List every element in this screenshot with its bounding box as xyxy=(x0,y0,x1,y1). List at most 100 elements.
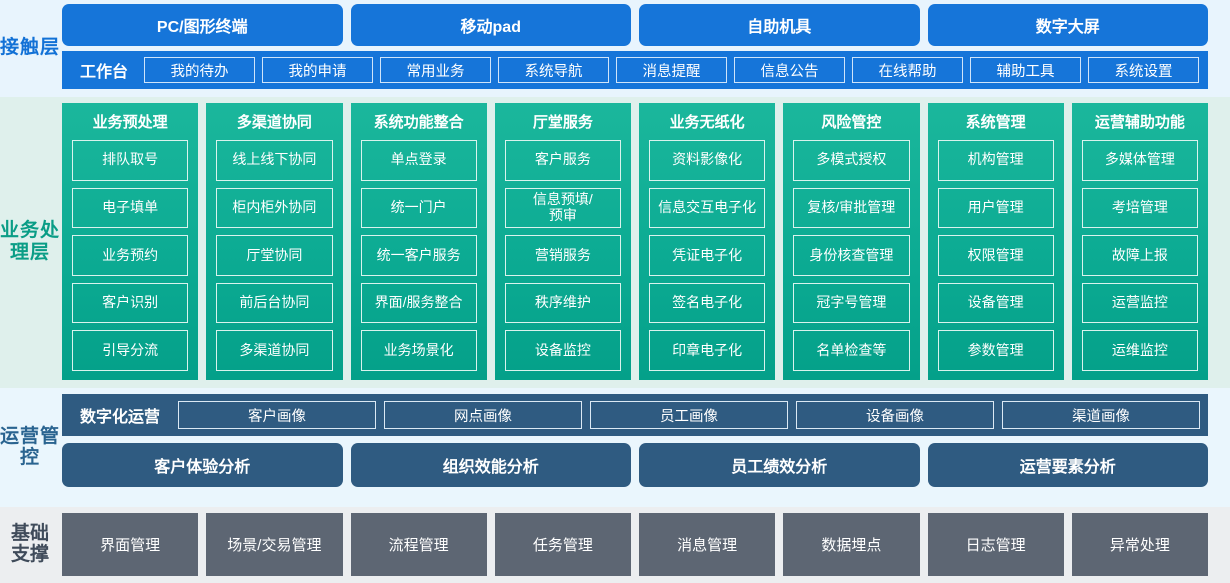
business-item[interactable]: 前后台协同 xyxy=(216,282,333,324)
toolbar-item-aux-tools[interactable]: 辅助工具 xyxy=(970,57,1082,83)
business-column-paperless: 业务无纸化 资料影像化 信息交互电子化 凭证电子化 签名电子化 印章电子化 xyxy=(639,103,776,380)
business-item[interactable]: 界面/服务整合 xyxy=(360,282,477,324)
foundation-item-ui-management[interactable]: 界面管理 xyxy=(62,513,199,576)
business-item[interactable]: 客户识别 xyxy=(72,282,189,324)
business-item[interactable]: 厅堂协同 xyxy=(216,235,333,276)
portrait-device[interactable]: 设备画像 xyxy=(796,401,995,429)
foundation-layer-label: 基础 支撑 xyxy=(10,522,49,565)
foundation-item-log-management[interactable]: 日志管理 xyxy=(927,513,1064,576)
column-title: 风险管控 xyxy=(821,114,882,131)
business-item[interactable]: 业务场景化 xyxy=(360,330,477,371)
analysis-customer-experience[interactable]: 客户体验分析 xyxy=(62,443,343,487)
contact-layer-label: 接触层 xyxy=(0,36,61,58)
business-item[interactable]: 引导分流 xyxy=(72,330,189,371)
column-title: 运营辅助功能 xyxy=(1094,114,1185,131)
business-item[interactable]: 单点登录 xyxy=(360,140,477,181)
business-item[interactable]: 线上线下协同 xyxy=(216,140,333,181)
business-column-system-integration: 系统功能整合 单点登录 统一门户 统一客户服务 界面/服务整合 业务场景化 xyxy=(350,103,487,380)
business-column-risk-control: 风险管控 多模式授权 复核/审批管理 身份核查管理 冠字号管理 名单检查等 xyxy=(783,103,920,380)
business-item[interactable]: 客户服务 xyxy=(504,140,621,181)
portrait-channel[interactable]: 渠道画像 xyxy=(1002,401,1201,429)
business-column-ops-support: 运营辅助功能 多媒体管理 考培管理 故障上报 运营监控 运维监控 xyxy=(1071,103,1208,380)
workbench-label: 工作台 xyxy=(80,64,129,81)
business-item[interactable]: 名单检查等 xyxy=(793,330,910,371)
business-item[interactable]: 柜内柜外协同 xyxy=(216,187,333,229)
toolbar-item-system-navigation[interactable]: 系统导航 xyxy=(498,57,610,83)
toolbar-item-online-help[interactable]: 在线帮助 xyxy=(852,57,964,83)
business-item[interactable]: 运维监控 xyxy=(1081,330,1198,371)
business-item[interactable]: 统一门户 xyxy=(360,187,477,229)
business-item[interactable]: 身份核查管理 xyxy=(793,235,910,276)
business-item[interactable]: 凭证电子化 xyxy=(649,235,766,276)
portrait-customer[interactable]: 客户画像 xyxy=(178,401,377,429)
toolbar-item-announcement[interactable]: 信息公告 xyxy=(734,57,846,83)
business-item[interactable]: 机构管理 xyxy=(937,140,1054,181)
foundation-item-data-tracking[interactable]: 数据埋点 xyxy=(783,513,920,576)
foundation-item-process-management[interactable]: 流程管理 xyxy=(350,513,487,576)
business-item[interactable]: 信息交互电子化 xyxy=(649,187,766,229)
business-item[interactable]: 资料影像化 xyxy=(649,140,766,181)
business-item[interactable]: 签名电子化 xyxy=(649,282,766,324)
operations-layer: 运营管控 数字化运营 客户画像 网点画像 员工画像 设备画像 渠道画像 客户体验… xyxy=(0,388,1230,507)
business-item[interactable]: 故障上报 xyxy=(1081,235,1198,276)
contact-layer: 接触层 PC/图形终端 移动pad 自助机具 数字大屏 工作台 我的待办 我的申… xyxy=(0,0,1230,97)
channel-self-service[interactable]: 自助机具 xyxy=(639,4,920,46)
business-item[interactable]: 多媒体管理 xyxy=(1081,140,1198,181)
channel-mobile-pad[interactable]: 移动pad xyxy=(350,4,631,46)
business-item[interactable]: 营销服务 xyxy=(504,235,621,276)
business-column-system-management: 系统管理 机构管理 用户管理 权限管理 设备管理 参数管理 xyxy=(927,103,1064,380)
toolbar-item-common-business[interactable]: 常用业务 xyxy=(380,57,492,83)
foundation-item-task-management[interactable]: 任务管理 xyxy=(494,513,631,576)
business-item[interactable]: 权限管理 xyxy=(937,235,1054,276)
column-title: 厅堂服务 xyxy=(532,114,593,131)
portrait-branch[interactable]: 网点画像 xyxy=(384,401,583,429)
column-title: 业务无纸化 xyxy=(669,114,745,131)
business-layer: 业务处理层 业务预处理 排队取号 电子填单 业务预约 客户识别 引导分流 多渠道… xyxy=(0,97,1230,388)
toolbar-item-message-alert[interactable]: 消息提醒 xyxy=(616,57,728,83)
business-item[interactable]: 秩序维护 xyxy=(504,282,621,324)
column-title: 系统功能整合 xyxy=(373,114,464,131)
foundation-item-exception-handling[interactable]: 异常处理 xyxy=(1071,513,1208,576)
business-column-lobby-service: 厅堂服务 客户服务 信息预填/ 预审 营销服务 秩序维护 设备监控 xyxy=(494,103,631,380)
channel-row: PC/图形终端 移动pad 自助机具 数字大屏 xyxy=(60,4,1230,46)
business-item[interactable]: 考培管理 xyxy=(1081,187,1198,229)
business-item[interactable]: 多渠道协同 xyxy=(216,330,333,371)
toolbar-item-system-settings[interactable]: 系统设置 xyxy=(1088,57,1200,83)
business-item[interactable]: 业务预约 xyxy=(72,235,189,276)
analysis-organization-efficiency[interactable]: 组织效能分析 xyxy=(350,443,631,487)
operations-layer-label: 运营管控 xyxy=(0,425,61,468)
business-item[interactable]: 运营监控 xyxy=(1081,282,1198,324)
business-item[interactable]: 参数管理 xyxy=(937,330,1054,371)
business-item[interactable]: 多模式授权 xyxy=(793,140,910,181)
analysis-employee-performance[interactable]: 员工绩效分析 xyxy=(639,443,920,487)
business-item[interactable]: 排队取号 xyxy=(72,140,189,181)
channel-pc[interactable]: PC/图形终端 xyxy=(62,4,343,46)
analysis-operation-factors[interactable]: 运营要素分析 xyxy=(927,443,1208,487)
analysis-row: 客户体验分析 组织效能分析 员工绩效分析 运营要素分析 xyxy=(62,443,1208,487)
foundation-item-scenario-transaction[interactable]: 场景/交易管理 xyxy=(206,513,343,576)
toolbar-item-my-todo[interactable]: 我的待办 xyxy=(144,57,256,83)
business-item[interactable]: 印章电子化 xyxy=(649,330,766,371)
business-item[interactable]: 用户管理 xyxy=(937,187,1054,229)
digital-operations-label: 数字化运营 xyxy=(80,409,161,426)
column-title: 多渠道协同 xyxy=(236,114,312,131)
business-item[interactable]: 电子填单 xyxy=(72,187,189,229)
business-item[interactable]: 复核/审批管理 xyxy=(793,187,910,229)
foundation-layer: 基础 支撑 界面管理 场景/交易管理 流程管理 任务管理 消息管理 数据埋点 日… xyxy=(0,507,1230,583)
business-columns: 业务预处理 排队取号 电子填单 业务预约 客户识别 引导分流 多渠道协同 线上线… xyxy=(60,103,1230,380)
business-item[interactable]: 设备管理 xyxy=(937,282,1054,324)
business-item[interactable]: 冠字号管理 xyxy=(793,282,910,324)
column-title: 系统管理 xyxy=(965,114,1026,131)
business-item[interactable]: 设备监控 xyxy=(504,330,621,371)
column-title: 业务预处理 xyxy=(92,114,168,131)
toolbar-item-my-application[interactable]: 我的申请 xyxy=(262,57,374,83)
foundation-item-message-management[interactable]: 消息管理 xyxy=(639,513,776,576)
foundation-items: 界面管理 场景/交易管理 流程管理 任务管理 消息管理 数据埋点 日志管理 异常… xyxy=(60,513,1230,576)
channel-digital-screen[interactable]: 数字大屏 xyxy=(927,4,1208,46)
business-item[interactable]: 信息预填/ 预审 xyxy=(504,187,621,229)
business-layer-label: 业务处理层 xyxy=(0,220,61,263)
portrait-employee[interactable]: 员工画像 xyxy=(590,401,789,429)
business-item[interactable]: 统一客户服务 xyxy=(360,235,477,276)
workbench-toolbar: 工作台 我的待办 我的申请 常用业务 系统导航 消息提醒 信息公告 在线帮助 辅… xyxy=(62,51,1208,89)
